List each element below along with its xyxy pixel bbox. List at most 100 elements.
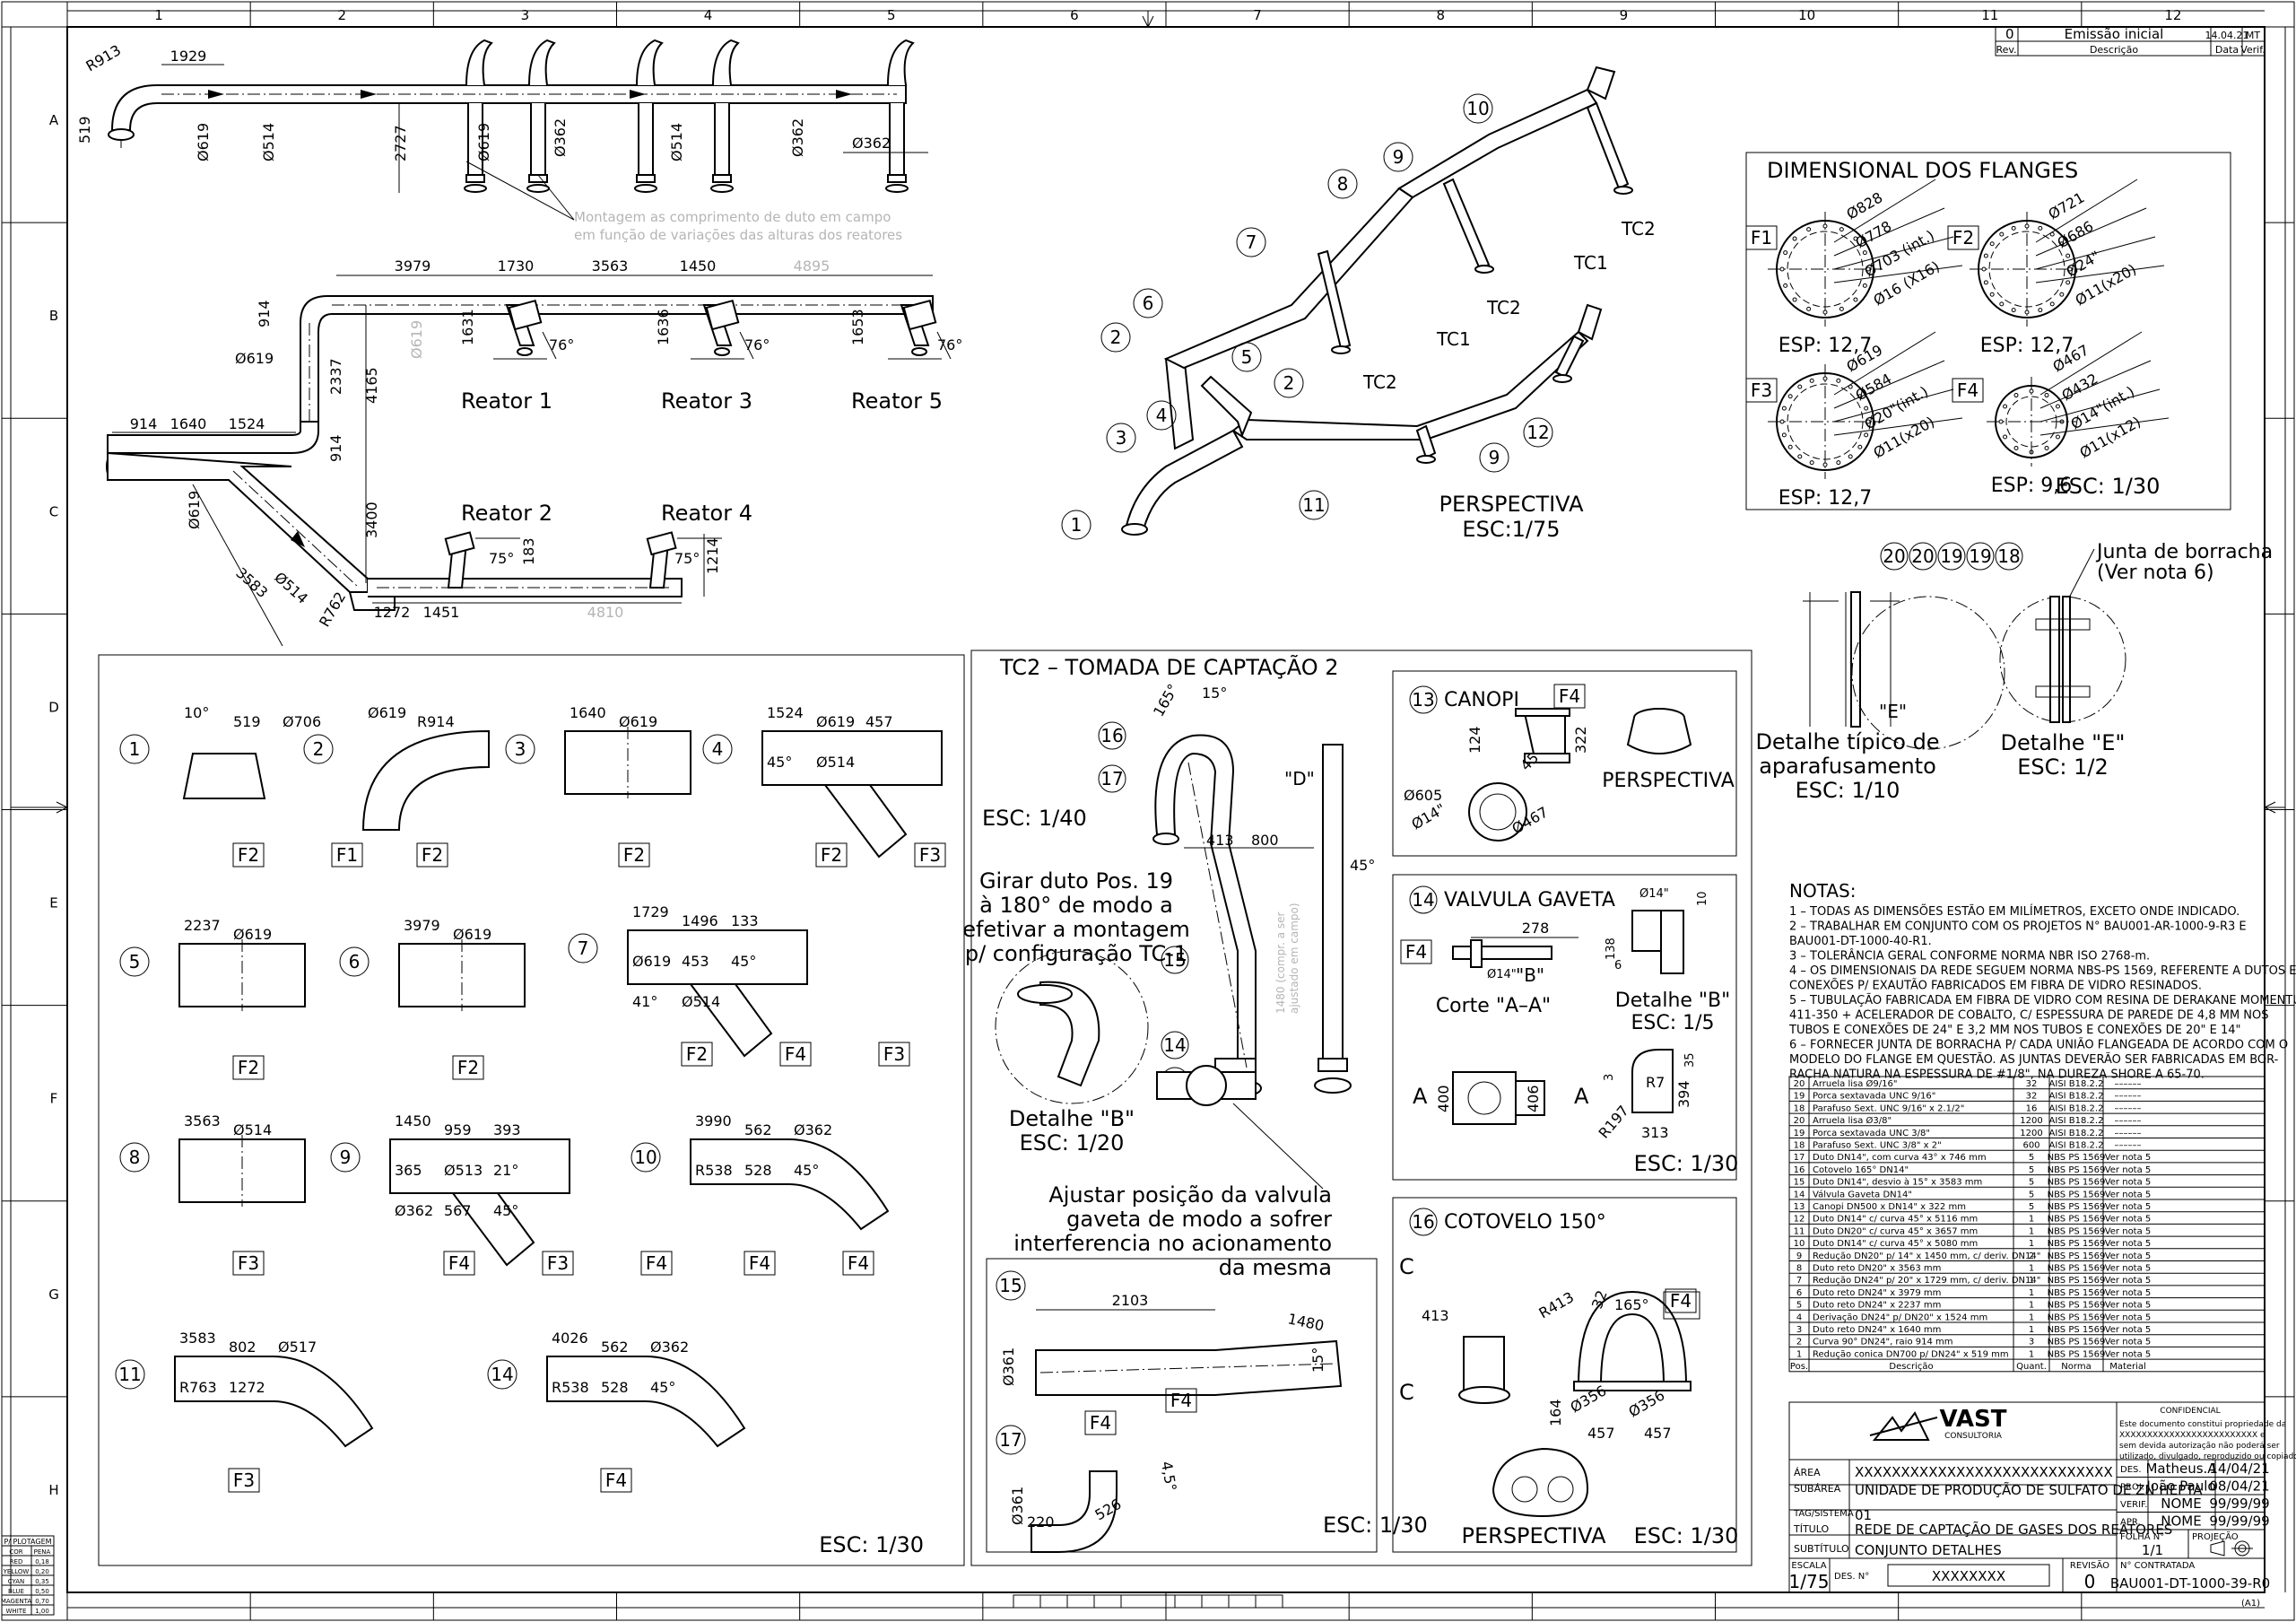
- persp-balloon-3-circle: [1106, 423, 1136, 453]
- detail-7-flange: F4: [785, 1043, 806, 1065]
- sign-name: Matheus.A: [2145, 1461, 2217, 1477]
- dim-r913: R913: [83, 41, 125, 74]
- bom-cell: 4: [1796, 1312, 1802, 1322]
- grid-col-label: 6: [1070, 7, 1079, 23]
- reactor-branch-r3: [691, 299, 754, 360]
- pipe15-balloon: 15: [999, 1275, 1022, 1296]
- sign-name: NOME: [2161, 1496, 2201, 1512]
- sign-date: 08/04/21: [2209, 1478, 2269, 1495]
- detail-2-flange-box: [416, 842, 448, 868]
- bom-cell: 11: [1794, 1226, 1805, 1236]
- elbow-detail: 16 COTOVELO 150° C C 413 F4 R413 32 165°…: [1392, 1197, 1738, 1553]
- detail-9-dim: 393: [493, 1121, 521, 1138]
- bom-cell: Válvula Gaveta DN14": [1813, 1189, 1912, 1199]
- persp-balloon-11: 11: [1299, 490, 1329, 520]
- dim-619-mid: Ø619: [235, 350, 274, 367]
- rev-header-rev: Rev.: [1996, 44, 2016, 56]
- details-scale: ESC: 1/30: [819, 1532, 924, 1557]
- detail-10-flange-box: [744, 1251, 776, 1276]
- detail-balloon-14: 14: [487, 1359, 517, 1390]
- detail-11-dim: Ø517: [278, 1339, 317, 1356]
- tc2-label-3: TC2: [1621, 218, 1656, 240]
- bom-cell: AISI B18.2.2: [2049, 1092, 2104, 1102]
- pipe17-scale: ESC: 1/30: [1323, 1513, 1428, 1538]
- detail-7-dim: 453: [682, 953, 709, 970]
- valve-dim-r197: R197: [1596, 1102, 1632, 1141]
- detail-6-dim: 3979: [404, 917, 440, 934]
- dim-2337: 2337: [327, 358, 344, 395]
- note-line: 1 – TODAS AS DIMENSÕES ESTÃO EM MILÍMETR…: [1789, 904, 2239, 919]
- detail-14-flange: F4: [605, 1469, 627, 1491]
- pipe15-dim-1480: 1480: [1286, 1310, 1326, 1334]
- bottom-scale-bar: [1013, 1594, 1283, 1609]
- detail-balloon-3-circle: [505, 734, 535, 764]
- canopi-dim-605: Ø605: [1404, 787, 1442, 804]
- bom-cell: 19: [1794, 1129, 1805, 1138]
- detail-1-dim: 519: [233, 713, 261, 730]
- valve-detail-b-title: Detalhe "B": [1615, 990, 1731, 1012]
- detail-10-flange-box: [842, 1251, 874, 1276]
- detail-10-dim: R538: [695, 1162, 733, 1179]
- bom-cell: NBS PS 1569: [2048, 1190, 2106, 1199]
- bom-cell: 16: [1794, 1165, 1805, 1175]
- rev-number: 0: [2005, 26, 2014, 42]
- note-line: 411-350 + ACELERADOR DE COBALTO, C/ ESPE…: [1789, 1009, 2269, 1023]
- dim-75-a: 75°: [489, 550, 514, 567]
- valve-dim-400: 400: [1435, 1085, 1452, 1112]
- perspective-title: PERSPECTIVA: [1439, 492, 1585, 517]
- detail-9-dim: 1450: [395, 1112, 431, 1129]
- plot-pen: 1,00: [35, 1608, 49, 1615]
- flange-F3-esp: ESP: 12,7: [1779, 487, 1873, 510]
- persp-balloon-5-circle: [1231, 342, 1262, 372]
- detail-7-dim: Ø619: [632, 953, 671, 970]
- grid-col-label: 5: [887, 7, 896, 23]
- detail-balloon-7: 7: [568, 933, 598, 964]
- elbow-title: COTOVELO 150°: [1444, 1211, 1606, 1234]
- tag-value: 01: [1855, 1507, 1872, 1523]
- scale-label: ESCALA: [1791, 1561, 1826, 1571]
- confidential-1: Este documento constitui propriedade da: [2119, 1420, 2286, 1429]
- sign-name: João Paulo: [2145, 1478, 2215, 1495]
- detail-11-flange: F3: [233, 1469, 255, 1491]
- bom-cell: 32: [2026, 1092, 2038, 1102]
- detail-14-dim: Ø362: [650, 1339, 689, 1356]
- persp-balloon-2-circle: [1274, 368, 1304, 398]
- detail-8-dim: Ø514: [233, 1121, 272, 1138]
- detail-6-flange-box: [452, 1055, 484, 1080]
- detail-balloon-1: 1: [119, 734, 150, 764]
- bom-cell: 2: [1796, 1338, 1802, 1347]
- note-line: BAU001-DT-1000-40-R1.: [1789, 935, 1932, 948]
- tc2-grey-note-2: ajustado em campo): [1288, 903, 1300, 1014]
- tc2-title: TC2 – TOMADA DE CAPTAÇÃO 2: [999, 653, 1339, 680]
- elbow-dim-165: 165°: [1614, 1296, 1649, 1313]
- detail-balloon-10: 10: [631, 1142, 661, 1173]
- revision-table: 0 Emissão inicial 14.04.21 MT Rev. Descr…: [1995, 26, 2266, 57]
- dim-1636: 1636: [655, 309, 672, 345]
- plot-pen: 0,70: [35, 1598, 49, 1605]
- plot-color: MAGENTA: [1, 1598, 32, 1605]
- dim-1214: 1214: [704, 537, 721, 574]
- bom-cell: 5: [2029, 1190, 2034, 1199]
- bom-cell: 600: [2022, 1141, 2039, 1151]
- detail-balloon-11-circle: [115, 1359, 145, 1390]
- bolt-balloon-19: 19: [1966, 542, 1995, 571]
- dim-1450-mid: 1450: [680, 257, 717, 275]
- grid-col-label: 1: [154, 7, 163, 23]
- tc2-balloon-17: 17: [1098, 764, 1126, 793]
- detail-7-flange-box: [779, 1042, 812, 1067]
- rev-date: 14.04.21: [2205, 30, 2249, 41]
- dim-1451: 1451: [423, 604, 460, 621]
- plot-pen: 0,50: [35, 1588, 49, 1595]
- valve-balloon: 14: [1412, 889, 1434, 911]
- bom-cell: NBS PS 1569: [2048, 1349, 2106, 1359]
- elbow-cut-c-top: C: [1399, 1254, 1414, 1279]
- sheet-format: (A1): [2241, 1599, 2260, 1609]
- valve-dim-10: 10: [1696, 891, 1709, 906]
